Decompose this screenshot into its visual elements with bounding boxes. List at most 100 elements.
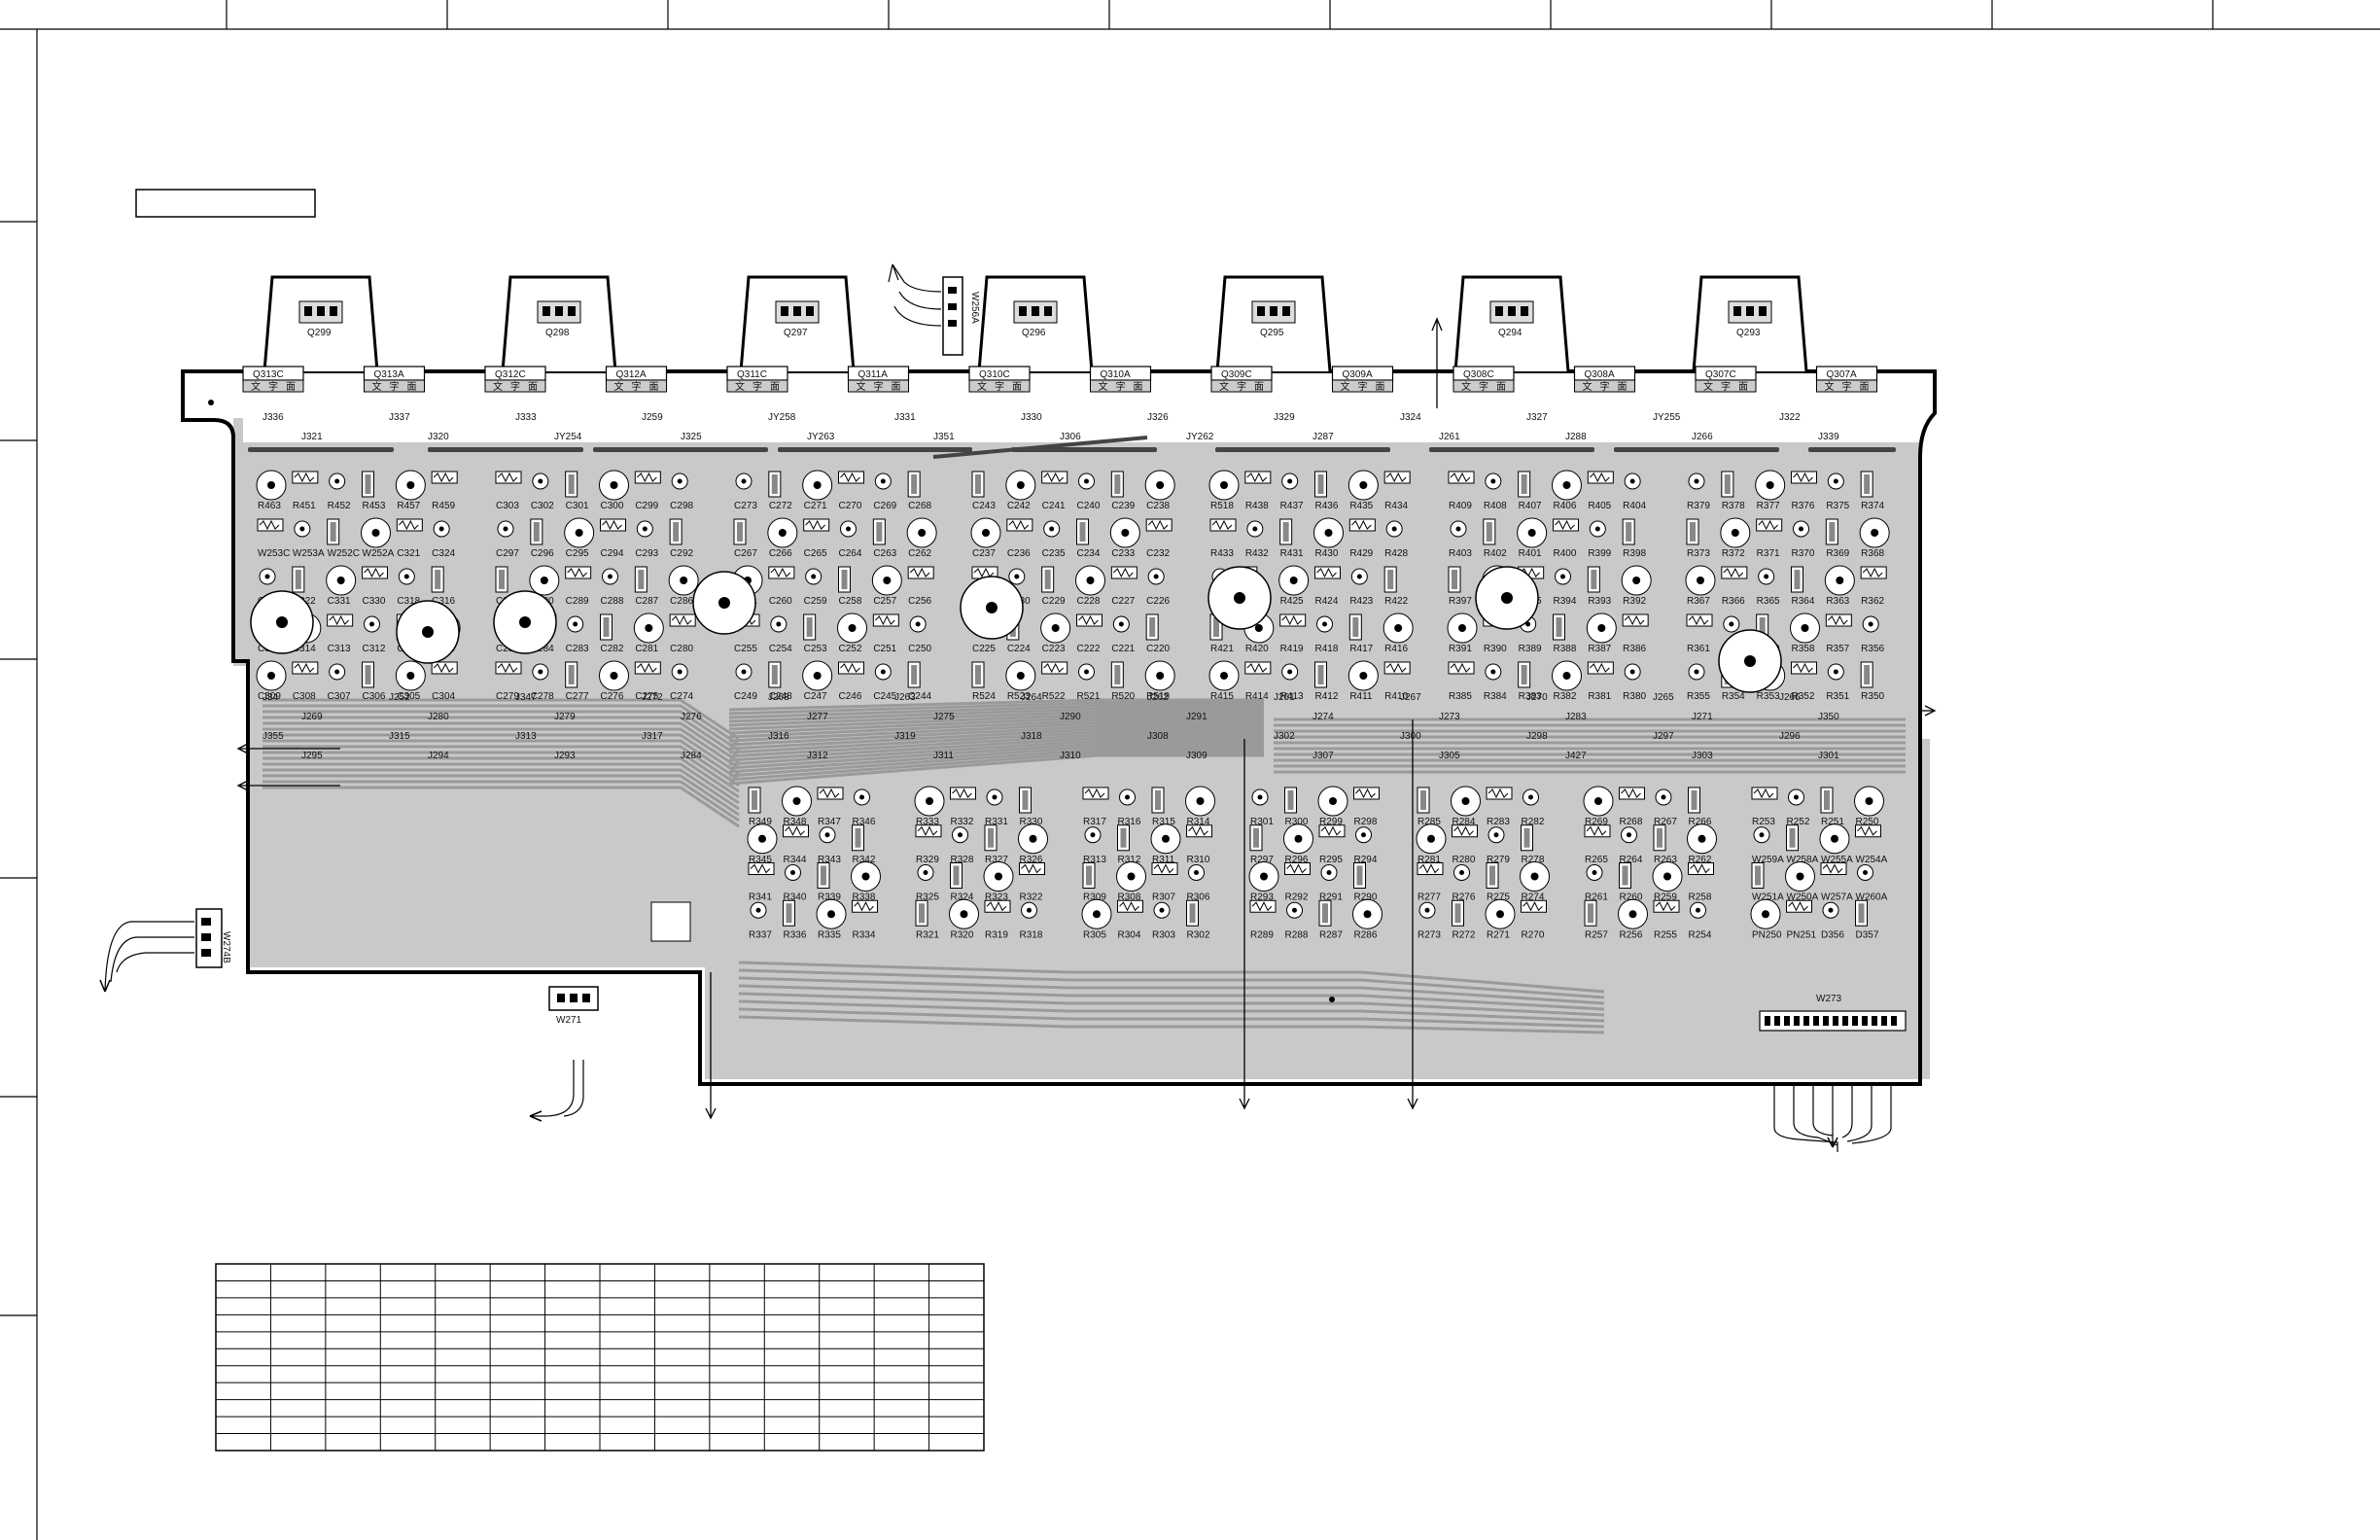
component-label: C324: [432, 548, 455, 559]
component-c281: C281: [633, 612, 664, 654]
component-label: C227: [1111, 596, 1135, 607]
component-r321: R321: [915, 899, 939, 940]
component-c298: C298: [670, 472, 694, 511]
component-r330: R330: [1019, 787, 1043, 827]
silkscreen-mark: 面: [1496, 382, 1506, 393]
component-label: R520: [1111, 691, 1135, 702]
transistor-label: Q307C: [1705, 369, 1736, 380]
component-w260a: W260A: [1856, 864, 1888, 903]
component-c316: C316: [431, 566, 456, 607]
jumper-label: J290: [1060, 712, 1081, 722]
jumper-label: J324: [1400, 412, 1421, 423]
component-label: C244: [908, 691, 931, 702]
component-label: R429: [1349, 548, 1373, 559]
component-c246: C246: [838, 661, 864, 702]
component-c280: C280: [669, 613, 696, 654]
transistor-label: Q309C: [1221, 369, 1252, 380]
component-label: R283: [1487, 817, 1510, 827]
transistor-q312c: Q312C文字面: [484, 366, 546, 393]
component-label: W252C: [328, 548, 360, 559]
component-r438: R438: [1244, 471, 1272, 511]
component-label: C245: [873, 691, 896, 702]
component-r403: R403: [1449, 520, 1472, 559]
jumper-label: J265: [1653, 692, 1674, 703]
connector-w273[interactable]: W273: [1759, 994, 1907, 1032]
heat-sink-q297: Q297: [739, 275, 856, 372]
jumper-label: JY258: [768, 412, 796, 423]
component-c293: C293: [635, 520, 659, 559]
component-label: R252: [1787, 817, 1810, 827]
silkscreen-mark: 文: [1703, 380, 1713, 393]
component-label: C292: [670, 548, 693, 559]
component-label: R303: [1152, 929, 1175, 940]
transistor-label: Q311C: [737, 369, 767, 380]
component-r305: R305: [1081, 898, 1112, 940]
component-r287: R287: [1318, 899, 1343, 940]
component-label: C297: [496, 548, 519, 559]
jumper-label: J331: [894, 412, 916, 423]
component-r366: R366: [1721, 566, 1748, 607]
component-r336: R336: [783, 899, 807, 940]
component-label: R261: [1585, 892, 1608, 903]
component-label: C300: [601, 501, 624, 511]
component-c277: C277: [565, 661, 589, 702]
component-label: W252A: [363, 548, 395, 559]
component-r342: R342: [852, 824, 876, 865]
component-label: C283: [566, 644, 589, 654]
component-c305: C305: [395, 660, 426, 702]
jumper-label: J264: [1021, 692, 1042, 703]
component-w255a: W255A: [1819, 823, 1853, 865]
component-label: C259: [804, 596, 827, 607]
component-r413: R413: [1280, 663, 1304, 702]
component-label: R322: [1020, 892, 1043, 903]
component-label: W255A: [1821, 855, 1853, 865]
component-label: R385: [1449, 691, 1472, 702]
component-label: C289: [566, 596, 589, 607]
component-r301: R301: [1250, 788, 1274, 827]
component-c271: C271: [802, 470, 833, 511]
jumper-label: J317: [642, 731, 663, 742]
component-label: PN251: [1787, 929, 1817, 940]
component-label: R373: [1687, 548, 1710, 559]
transistor-label: Q310C: [979, 369, 1010, 380]
component-label: C316: [432, 596, 455, 607]
silkscreen-mark: 字: [1237, 380, 1246, 393]
component-r264: R264: [1620, 826, 1643, 865]
connector-w256a[interactable]: W256A: [888, 263, 980, 356]
component-label: R316: [1118, 817, 1141, 827]
silkscreen-mark: 面: [1738, 382, 1748, 393]
component-label: C250: [908, 644, 931, 654]
component-r424: R424: [1314, 566, 1341, 607]
component-c299: C299: [634, 471, 661, 511]
component-label: R369: [1826, 548, 1849, 559]
component-r257: R257: [1584, 899, 1608, 940]
component-label: R262: [1689, 855, 1712, 865]
component-label: R284: [1452, 817, 1476, 827]
component-label: C239: [1111, 501, 1135, 511]
w273-fanout: [1773, 1084, 1892, 1152]
component-r338: R338: [851, 861, 881, 903]
component-label: C305: [397, 691, 420, 702]
component-label: R307: [1152, 892, 1175, 903]
component-label: R387: [1588, 644, 1611, 654]
component-label: R296: [1285, 855, 1309, 865]
component-r255: R255: [1653, 899, 1680, 940]
component-label: R519: [1146, 691, 1170, 702]
connector-w274b[interactable]: W274B: [99, 908, 231, 993]
component-r405: R405: [1587, 471, 1614, 511]
component-c308: C308: [292, 661, 319, 702]
component-label: R410: [1384, 691, 1408, 702]
large-capacitor: [396, 600, 460, 664]
component-label: R388: [1554, 644, 1577, 654]
component-r274: R274: [1520, 861, 1550, 903]
component-label: R406: [1554, 501, 1577, 511]
component-r298: R298: [1353, 787, 1380, 827]
component-c258: C258: [838, 566, 862, 607]
component-label: C285: [496, 644, 519, 654]
component-r430: R430: [1313, 517, 1344, 559]
component-c297: C297: [496, 520, 519, 559]
connector-w271[interactable]: W271: [529, 986, 599, 1122]
component-label: PN250: [1752, 929, 1782, 940]
component-label: R312: [1118, 855, 1141, 865]
